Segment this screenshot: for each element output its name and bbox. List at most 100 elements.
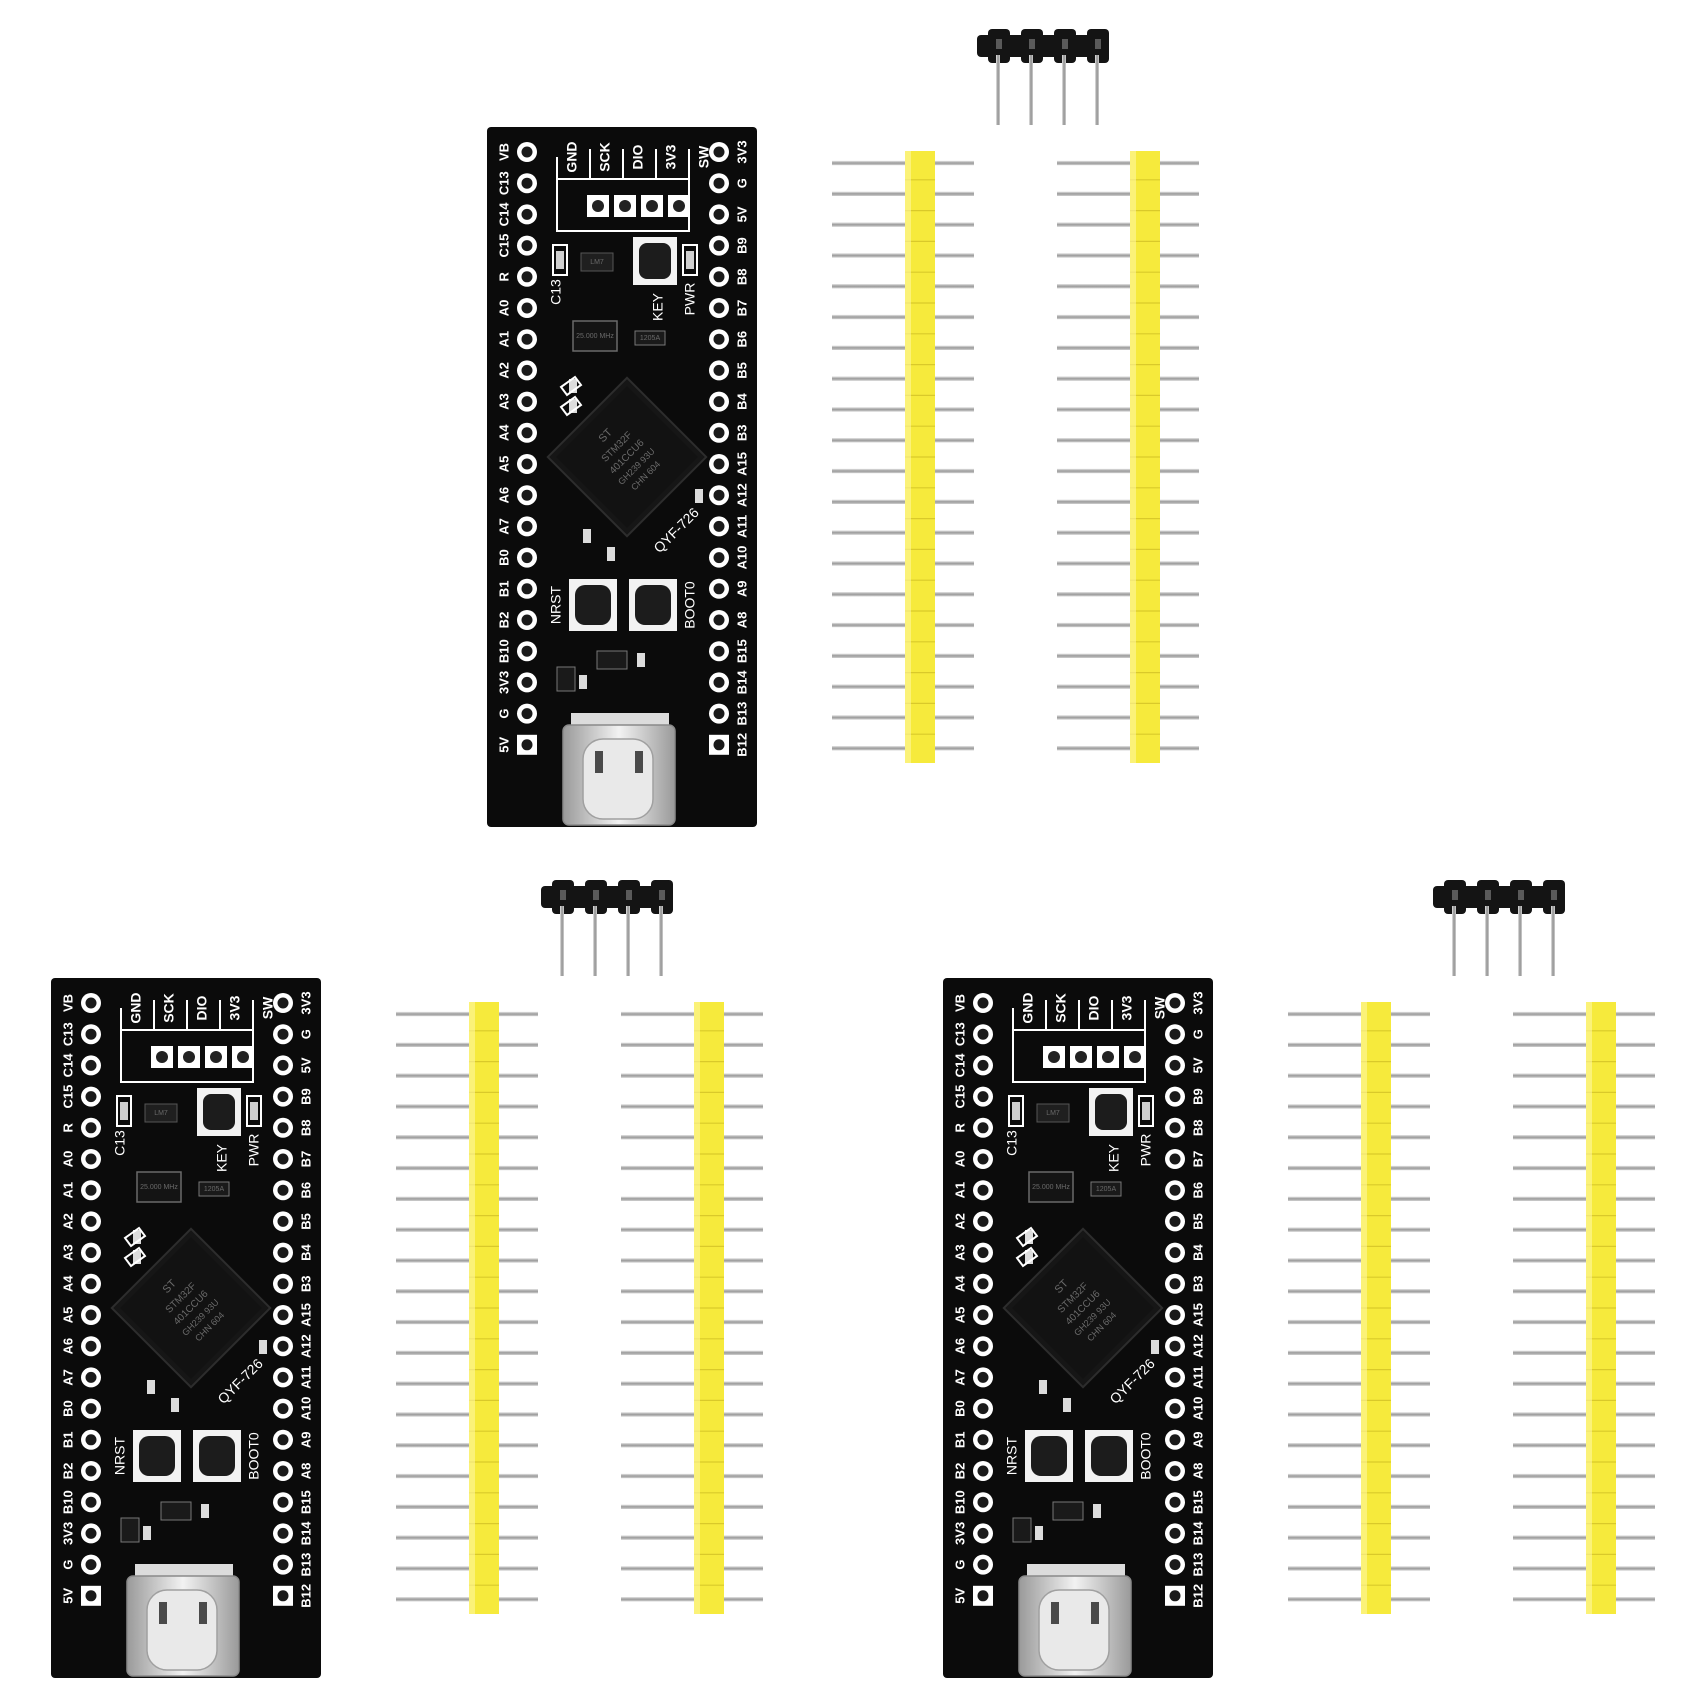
header-pin xyxy=(621,1258,763,1263)
header-pin xyxy=(1288,1258,1430,1263)
header-pin xyxy=(621,1412,763,1417)
pwr-label: PWR xyxy=(246,1134,262,1167)
cap-label: C13 xyxy=(548,279,564,305)
header-pin xyxy=(621,1597,763,1602)
header-pin xyxy=(832,191,974,196)
header-pin xyxy=(396,1227,538,1232)
left-pin-label: A7 xyxy=(952,1369,967,1386)
header-pin xyxy=(396,1473,538,1479)
swd-label: 3V3 xyxy=(663,144,679,169)
header-pin xyxy=(396,1289,538,1294)
boot-label: BOOT0 xyxy=(246,1432,262,1480)
right-pin-label: B15 xyxy=(1190,1490,1205,1514)
header-pin xyxy=(1288,1104,1430,1109)
left-pin-label: B2 xyxy=(496,612,511,629)
header-pin xyxy=(1513,1227,1655,1232)
header-pin xyxy=(1513,1104,1655,1109)
header-pin xyxy=(396,1412,538,1417)
nrst-label: NRST xyxy=(112,1437,128,1476)
left-pin-label: C15 xyxy=(496,234,511,258)
header-pin xyxy=(832,561,974,566)
small-header-pin xyxy=(659,906,663,976)
right-pin-label: B7 xyxy=(1190,1151,1205,1168)
header-pin xyxy=(621,1443,763,1448)
pin-header-20-b xyxy=(1513,1002,1655,1614)
header-pin xyxy=(1057,314,1199,320)
right-pin-label: B15 xyxy=(734,639,749,663)
header-pin xyxy=(1513,1473,1655,1479)
stm32-board: VBC13C14C15RA0A1A2A3A4A5A6A7B0B1B2B103V3… xyxy=(942,977,1214,1679)
header-pin xyxy=(621,1011,763,1017)
left-pin-label: A4 xyxy=(60,1275,75,1292)
small-header-pin xyxy=(1029,55,1033,125)
header-pin xyxy=(832,468,974,474)
silkscreen-logo xyxy=(559,375,583,417)
header-pin xyxy=(832,592,974,597)
left-pin-label: B10 xyxy=(60,1490,75,1514)
header-pin xyxy=(396,1350,538,1355)
left-pin-label: A3 xyxy=(496,393,511,410)
right-pin-label: A11 xyxy=(1190,1366,1205,1389)
stm32-board: VBC13C14C15RA0A1A2A3A4A5A6A7B0B1B2B103V3… xyxy=(50,977,322,1679)
header-pin xyxy=(1057,284,1199,289)
small-header-pin xyxy=(1062,55,1066,125)
header-pin xyxy=(621,1073,763,1078)
right-pin-label: 3V3 xyxy=(734,140,749,163)
header-pin xyxy=(1513,1535,1655,1540)
right-pin-label: B12 xyxy=(1190,1584,1205,1608)
right-pin-label: B4 xyxy=(1190,1244,1205,1261)
header-pin xyxy=(1288,1319,1430,1325)
left-pin-label: B1 xyxy=(496,580,511,597)
swd-label: 3V3 xyxy=(227,995,243,1020)
left-pin-label: C15 xyxy=(952,1085,967,1109)
right-pin-label: A11 xyxy=(734,515,749,538)
pin-header-20-a xyxy=(832,151,974,763)
left-pin-label: C14 xyxy=(496,202,511,227)
right-pin-label: B13 xyxy=(1190,1553,1205,1577)
header-pin xyxy=(832,345,974,350)
right-pin-label: A12 xyxy=(734,483,749,507)
header-pin xyxy=(832,530,974,535)
header-pin xyxy=(1513,1443,1655,1448)
header-pin xyxy=(832,622,974,628)
kit-bottom-left: VBC13C14C15RA0A1A2A3A4A5A6A7B0B1B2B103V3… xyxy=(50,880,763,1679)
right-pin-label: 5V xyxy=(1190,1057,1205,1073)
right-pin-label: B3 xyxy=(734,424,749,441)
key-label: KEY xyxy=(1106,1143,1122,1172)
left-pin-label: VB xyxy=(952,994,967,1012)
crystal-label: 25.000 MHz xyxy=(1032,1184,1070,1191)
right-pin-label: B5 xyxy=(1190,1213,1205,1230)
header-pin xyxy=(1288,1165,1430,1171)
key-label: KEY xyxy=(650,292,666,321)
right-pin-label: A9 xyxy=(734,580,749,597)
crystal-label: 25.000 MHz xyxy=(576,333,614,340)
right-pin-label: G xyxy=(734,178,749,188)
left-pin-label: B10 xyxy=(952,1490,967,1514)
header-pin xyxy=(396,1535,538,1540)
left-pin-label: C13 xyxy=(496,171,511,195)
left-pin-label: A1 xyxy=(496,331,511,348)
pin-header-4 xyxy=(977,29,1109,125)
right-pin-label: 5V xyxy=(298,1057,313,1073)
header-pin xyxy=(1288,1042,1430,1047)
header-pin xyxy=(832,438,974,443)
left-pin-label: A6 xyxy=(60,1338,75,1355)
right-pin-label: 3V3 xyxy=(298,991,313,1014)
left-pin-label: C13 xyxy=(60,1022,75,1046)
left-pin-label: A5 xyxy=(60,1307,75,1324)
header-pin xyxy=(621,1504,763,1509)
pin-header-20-b xyxy=(1057,151,1199,763)
left-pin-label: A0 xyxy=(952,1151,967,1168)
header-pin xyxy=(832,407,974,412)
header-pin xyxy=(832,499,974,504)
ldo-label: LM7 xyxy=(590,259,604,266)
header-pin xyxy=(1288,1011,1430,1017)
swd-label: 3V3 xyxy=(1119,995,1135,1020)
small-header-pin xyxy=(1485,906,1489,976)
right-pin-label: A12 xyxy=(298,1334,313,1358)
ldo-label: LM7 xyxy=(1046,1110,1060,1117)
left-pin-label: A5 xyxy=(952,1307,967,1324)
small-header-pin xyxy=(1095,55,1099,125)
left-pin-label: A2 xyxy=(60,1213,75,1230)
left-pin-label: C13 xyxy=(952,1022,967,1046)
